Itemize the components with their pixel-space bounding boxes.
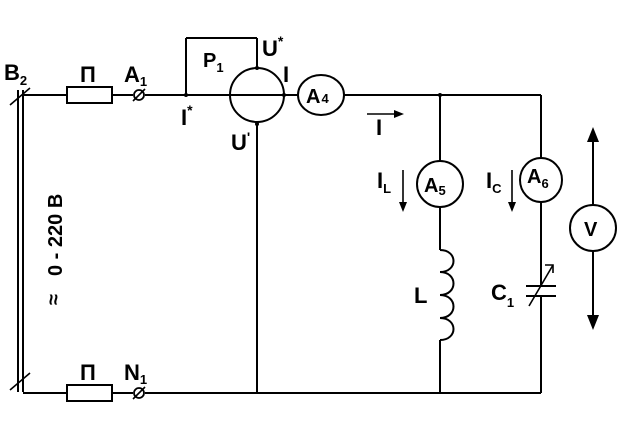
- junction-current-end: [282, 93, 286, 97]
- terminal-a1-label: A1: [124, 62, 147, 89]
- fuse-top: [66, 86, 113, 104]
- inductor-branch: [416, 95, 464, 393]
- voltage-terminal-end-label: U': [231, 129, 250, 155]
- current-total-label: I: [376, 115, 382, 140]
- ammeter-a5-label: A5: [424, 175, 446, 198]
- current-arrow-capacitor: [508, 170, 516, 212]
- terminal-n1: [132, 386, 146, 400]
- bus-label: B2: [4, 60, 27, 88]
- capacitor-branch: [519, 95, 563, 393]
- wattmeter-label: P1: [203, 50, 224, 75]
- fuse-bottom-label: П: [80, 360, 96, 385]
- current-terminal-start-label: I*: [181, 102, 193, 130]
- fuse-top-label: П: [80, 62, 96, 87]
- voltage-terminal-start-label: U*: [262, 33, 284, 61]
- wattmeter: [229, 67, 285, 393]
- ammeter-a4: [297, 74, 345, 116]
- capacitor-label: C1: [491, 280, 514, 310]
- current-inductor-label: IL: [377, 168, 391, 196]
- junction-voltage-start: [255, 66, 259, 70]
- ac-symbol: ≈: [43, 294, 65, 305]
- junction-inductor: [438, 93, 442, 97]
- voltmeter-group: [569, 127, 617, 330]
- inductor-label: L: [414, 283, 427, 308]
- junction-voltage-end: [255, 122, 259, 126]
- inductor-coil: [439, 249, 455, 341]
- current-arrow-inductor: [399, 170, 407, 212]
- fuse-bottom: [66, 384, 113, 402]
- ammeter-a6-label: A6: [527, 166, 549, 191]
- terminal-a1: [132, 88, 146, 102]
- supply-voltage-label: 0 - 220 B: [45, 194, 67, 276]
- supply-bus: [9, 87, 31, 392]
- current-terminal-end-label: I: [283, 62, 289, 87]
- current-arrow-total: [367, 110, 404, 118]
- voltmeter-label: V: [584, 219, 598, 241]
- terminal-n1-label: N1: [124, 360, 147, 387]
- ammeter-a4-label: A4: [306, 86, 329, 108]
- junction-current-start: [184, 93, 188, 97]
- current-capacitor-label: IC: [486, 168, 502, 196]
